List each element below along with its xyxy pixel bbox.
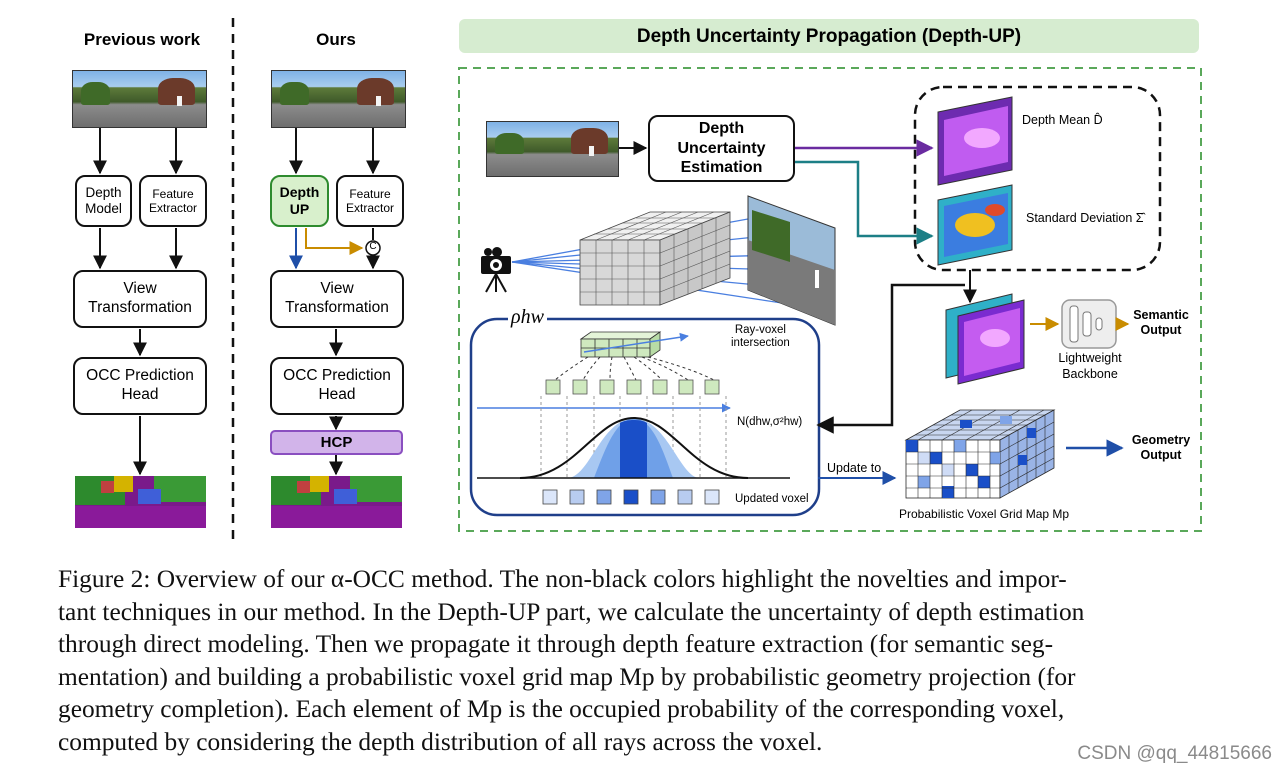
semantic-output-label: Semantic Output — [1133, 308, 1189, 337]
feature-extractor-box-ours: Feature Extractor — [336, 175, 404, 227]
voxel-cells — [906, 440, 1000, 498]
input-image-depth-up — [486, 121, 619, 177]
normal-distribution-label: N(dhw,σ²hw) — [737, 416, 803, 428]
depth-mean-label: Depth Mean D̂ — [1022, 113, 1103, 127]
caption-line: mentation) and building a probabilistic … — [58, 662, 1076, 691]
caption-line: computed by considering the depth distri… — [58, 727, 823, 756]
depth-outputs-box — [913, 85, 1162, 272]
occupancy-output-previous — [75, 476, 206, 528]
occ-head-box-previous: OCC Prediction Head — [73, 357, 207, 415]
depth-up-border — [458, 67, 1202, 532]
occupancy-output-ours — [271, 476, 402, 528]
caption-line: through direct modeling. Then we propaga… — [58, 630, 1054, 659]
lightweight-backbone-label: Lightweight Backbone — [1058, 351, 1122, 381]
input-image-ours — [271, 70, 406, 128]
geometry-output-label: Geometry Output — [1131, 433, 1191, 462]
occ-head-box-ours: OCC Prediction Head — [270, 357, 404, 415]
depth-up-title-bar — [459, 19, 1199, 53]
camera-icon — [481, 247, 511, 293]
diagram-lines — [93, 18, 1202, 540]
ray-voxel-label: Ray-voxel intersection — [731, 324, 790, 350]
rho-label: ρhw — [508, 306, 547, 329]
watermark: CSDN @qq_44815666 — [1077, 743, 1272, 764]
depth-up-title: Depth Uncertainty Propagation (Depth-UP) — [636, 26, 1022, 47]
concat-symbol: C — [369, 241, 377, 252]
feature-extractor-box-previous: Feature Extractor — [139, 175, 207, 227]
depth-up-box: Depth UP — [270, 175, 329, 227]
ours-title: Ours — [316, 30, 356, 49]
voxel-map-label: Probabilistic Voxel Grid Map Mp — [899, 507, 1070, 521]
backbone-icon — [1061, 299, 1117, 349]
view-transformation-box-ours: View Transformation — [270, 270, 404, 328]
input-image-previous — [72, 70, 207, 128]
update-to-label: Update to — [827, 461, 882, 475]
std-dev-label: Standard Deviation Σ̂ — [1026, 211, 1144, 225]
caption-line: Figure 2: Overview of our α-OCC method. … — [58, 565, 1067, 593]
depth-model-box: Depth Model — [75, 175, 132, 227]
updated-voxel-label: Updated voxel — [735, 493, 809, 505]
view-transformation-box-previous: View Transformation — [73, 270, 207, 328]
green-voxel-row — [545, 379, 720, 395]
hcp-box: HCP — [270, 430, 403, 455]
figure-caption: Figure 2: Overview of our α-OCC method. … — [58, 563, 1228, 759]
gaussian-curve — [519, 416, 749, 479]
updated-voxel-row — [542, 489, 720, 505]
caption-line: geometry completion). Each element of Mp… — [58, 695, 1065, 724]
voxel-grid — [579, 211, 731, 306]
depth-uncertainty-estimation-box: Depth Uncertainty Estimation — [648, 115, 795, 182]
caption-line: tant techniques in our method. In the De… — [58, 597, 1085, 626]
previous-work-title: Previous work — [83, 30, 201, 49]
